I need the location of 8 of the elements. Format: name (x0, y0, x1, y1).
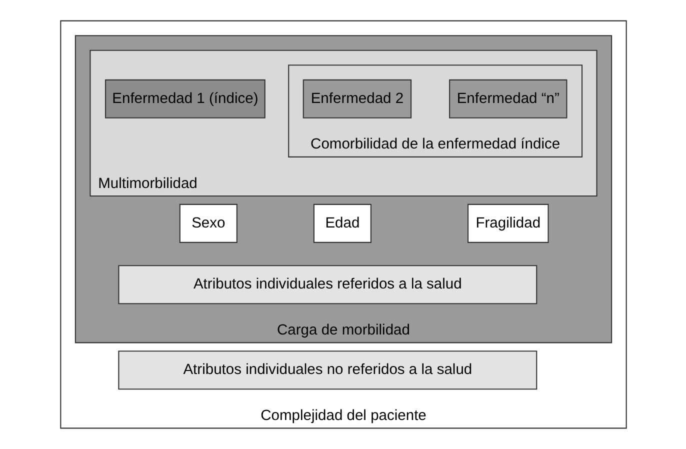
node-box: Edad (312, 204, 371, 243)
node-box: Enfermedad “n” (448, 79, 567, 118)
node-box: Atributos individuales referidos a la salud (118, 265, 537, 304)
node-box: Sexo (178, 204, 237, 243)
node-box: Enfermedad 2 (302, 79, 412, 118)
node-box: Enfermedad 1 (índice) (104, 79, 265, 118)
node-box: Fragilidad (467, 204, 548, 243)
node-box: Atributos individuales no referidos a la salud (118, 350, 537, 390)
